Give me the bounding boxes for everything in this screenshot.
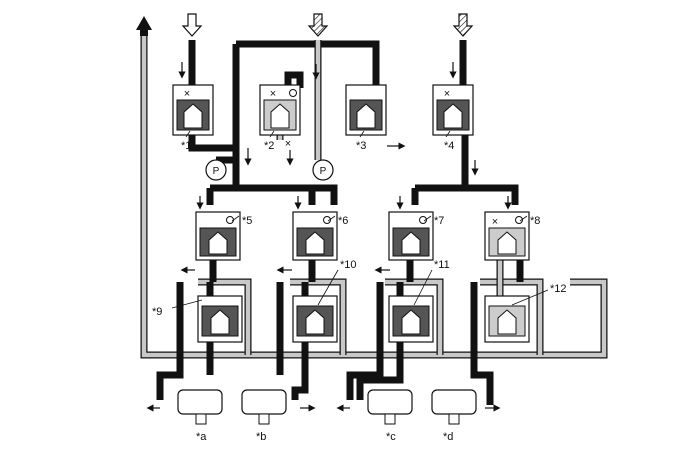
closed-port-marks: × × × × × — [184, 88, 498, 228]
flow-arrows — [146, 58, 512, 412]
wheel-cylinder-b — [241, 389, 287, 425]
valve-mid-7 — [388, 211, 434, 261]
valve-upper-2 — [259, 84, 301, 136]
valve-labels: *1 *2 *3 *4 *5 *6 *7 *8 *9 *10 *11 *12 — [152, 140, 567, 318]
wheel-cylinder-a — [177, 389, 223, 425]
valve-upper-4 — [432, 84, 474, 136]
return-line — [136, 16, 608, 359]
pump-left: P — [205, 159, 227, 181]
label-6: *6 — [338, 215, 348, 227]
inlet-arrow-right — [452, 13, 474, 37]
valve-low-9 — [197, 295, 243, 343]
label-9: *9 — [152, 306, 162, 318]
valve-low-10 — [292, 295, 338, 343]
label-3: *3 — [356, 140, 366, 152]
leader-lines — [171, 130, 549, 309]
label-4: *4 — [444, 140, 454, 152]
label-c: *c — [386, 431, 396, 443]
inlet-arrow-left — [181, 13, 203, 37]
valve-upper-1 — [172, 84, 214, 136]
label-8: *8 — [530, 215, 540, 227]
valve-low-12 — [484, 295, 530, 343]
label-12: *12 — [550, 283, 567, 295]
closed-mark-3: × — [285, 138, 291, 150]
wheel-labels: *a *b *c *d — [196, 431, 453, 443]
valve-low-11 — [388, 295, 434, 343]
closed-mark-2: × — [270, 88, 276, 100]
label-7: *7 — [434, 215, 444, 227]
closed-mark-5: × — [492, 216, 498, 228]
pump-right: P — [312, 159, 334, 181]
valve-mid-5 — [195, 211, 241, 261]
label-1: *1 — [181, 140, 191, 152]
label-b: *b — [256, 431, 266, 443]
label-11: *11 — [434, 259, 450, 271]
label-d: *d — [443, 431, 453, 443]
wheel-cylinder-c — [367, 389, 413, 425]
return-up-arrow — [136, 16, 152, 36]
closed-mark-4: × — [444, 88, 450, 100]
pump-right-label: P — [320, 166, 327, 177]
label-2: *2 — [264, 140, 274, 152]
valve-upper-3 — [345, 84, 387, 136]
label-10: *10 — [340, 259, 357, 271]
closed-mark-1: × — [184, 88, 190, 100]
wheel-cylinder-d — [431, 389, 477, 425]
inlet-arrow-center — [307, 13, 329, 37]
pump-left-label: P — [213, 166, 220, 177]
label-5: *5 — [242, 215, 252, 227]
label-a: *a — [196, 431, 207, 443]
